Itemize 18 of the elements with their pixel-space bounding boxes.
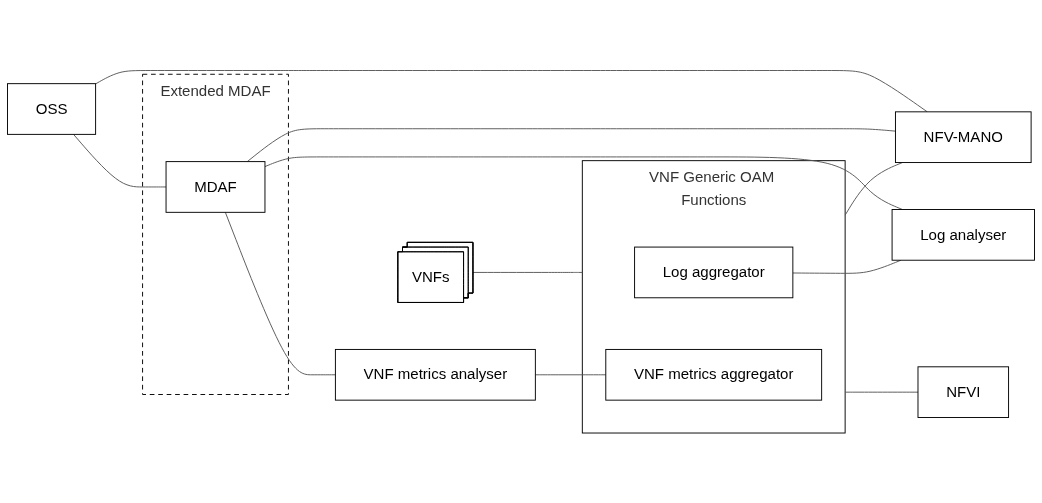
node-box: VNF metrics analyser [334,348,536,401]
connector [224,211,336,375]
connector [73,133,167,188]
connector [246,128,896,162]
connector [844,391,919,393]
node-box: MDAF [165,160,266,213]
connector [844,161,903,216]
connector [264,156,903,210]
connector [534,374,607,375]
node-box: OSS [7,82,97,135]
node-box: VNF metrics aggregator [605,348,823,401]
node-box: Log analyser [891,208,1035,261]
node-box: NFVI [917,366,1010,418]
connector [792,259,902,274]
node-box: NFV-MANO [895,111,1032,163]
node-box: Log aggregator [634,246,794,298]
connector [95,69,928,113]
connector [472,271,583,273]
